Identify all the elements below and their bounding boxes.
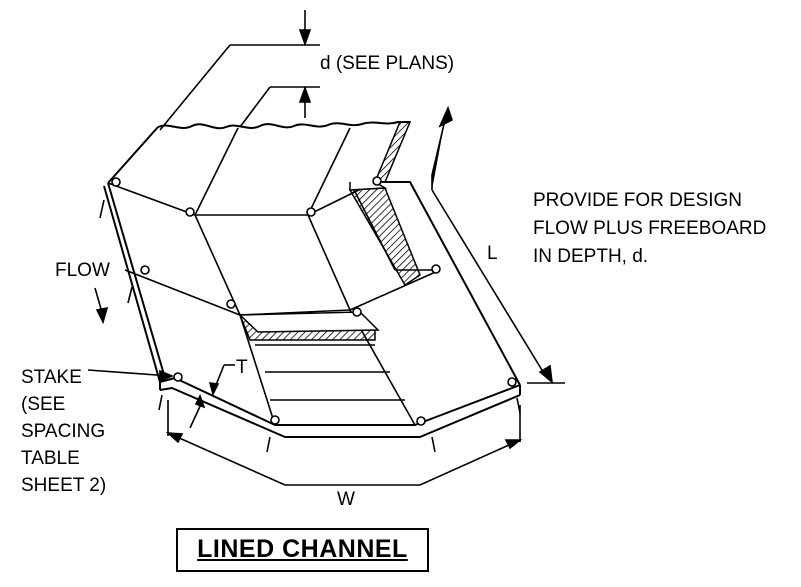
thickness-label: T xyxy=(236,357,248,378)
overlap-step-right xyxy=(348,181,421,287)
stake-markers xyxy=(111,176,517,426)
width-label: W xyxy=(337,489,355,510)
width-dimension xyxy=(165,400,523,486)
stake-label-line-3: SPACING xyxy=(21,421,105,442)
design-note-line-2: FLOW PLUS FREEBOARD xyxy=(533,218,766,239)
flow-label: FLOW xyxy=(55,260,110,281)
lining-panels xyxy=(107,127,441,426)
design-note-line-3: IN DEPTH, d. xyxy=(533,246,648,267)
overlap-step-middle xyxy=(238,311,380,341)
stake-leader xyxy=(87,369,175,383)
stake-pins xyxy=(99,199,521,453)
stake-label-line-5: SHEET 2) xyxy=(21,475,106,496)
depth-label: d (SEE PLANS) xyxy=(320,53,454,74)
depth-dimension xyxy=(159,10,320,131)
length-dimension xyxy=(431,105,565,384)
title-box: LINED CHANNEL xyxy=(176,528,429,572)
design-note-line-1: PROVIDE FOR DESIGN xyxy=(533,190,742,211)
channel-outline xyxy=(103,126,521,438)
drawing-title: LINED CHANNEL xyxy=(197,535,408,563)
length-label: L xyxy=(487,243,498,264)
lining-edge-hatch xyxy=(373,121,412,183)
cut-line xyxy=(157,121,410,130)
stake-label-line-2: (SEE xyxy=(21,394,65,415)
thickness-dimension xyxy=(189,364,235,429)
flow-arrow xyxy=(94,287,109,325)
stake-label-line-1: STAKE xyxy=(21,367,82,388)
stake-label-line-4: TABLE xyxy=(21,448,80,469)
